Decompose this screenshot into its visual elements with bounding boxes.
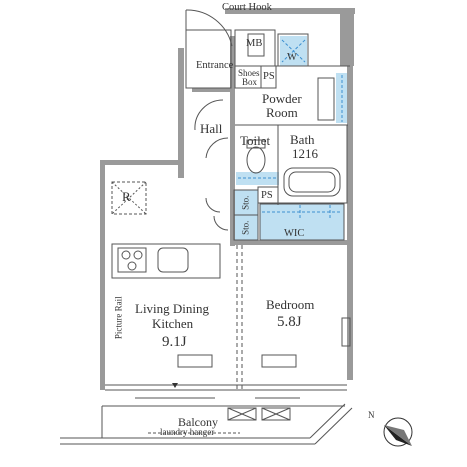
ldk-label-1: Living Dining <box>135 301 210 316</box>
north-compass-icon <box>383 417 413 447</box>
sto-label-2: Sto. <box>240 220 251 235</box>
kitchen-sink <box>157 247 189 273</box>
entrance-label: Entrance <box>196 60 234 71</box>
door-swings <box>185 9 233 231</box>
court-hook-wall <box>225 8 355 14</box>
refrigerator-space <box>111 181 147 215</box>
powder-room-label-1: Powder <box>262 91 302 106</box>
wic-label: WIC <box>284 228 305 239</box>
toilet-door-swing <box>205 137 229 159</box>
west-wall <box>100 160 105 390</box>
ldk-size-label: 9.1J <box>162 334 187 350</box>
w-label: W <box>287 52 297 63</box>
toilet-label: Toilet <box>240 133 271 148</box>
shoes-box-label-2: Box <box>242 77 258 87</box>
sto-label-1: Sto. <box>240 195 251 210</box>
bathtub <box>283 167 341 197</box>
partitions <box>105 29 351 399</box>
north-label: N <box>368 410 375 420</box>
balcony-outline <box>60 403 353 445</box>
wic-box <box>259 203 345 241</box>
ldk-label-2: Kitchen <box>152 316 194 331</box>
entrance-west-wall <box>178 48 184 178</box>
shoes-box-label-1: Shoes <box>238 68 260 78</box>
kitchen-counter <box>111 243 221 279</box>
ps-mid-label: PS <box>261 190 273 201</box>
sto-box-2 <box>233 214 259 241</box>
hall-top-wall <box>192 88 232 92</box>
bedroom-label: Bedroom <box>266 297 315 312</box>
toilet-wet-strip <box>236 172 279 185</box>
hall-label: Hall <box>200 121 223 136</box>
walls <box>100 8 355 390</box>
balcony-box-1 <box>227 407 257 421</box>
wet-area-dashes <box>238 39 343 219</box>
entry-arrow-icon <box>172 383 178 388</box>
bedroom-north-wall <box>230 240 348 245</box>
ldk-north-wall <box>100 160 180 165</box>
mb-label: MB <box>246 38 263 49</box>
balcony-box-2 <box>261 407 291 421</box>
bedroom-size-label: 5.8J <box>277 314 302 330</box>
powder-room-label-2: Room <box>266 105 298 120</box>
stove <box>117 247 147 273</box>
ps-top-box <box>260 65 277 89</box>
court-hook-label: Court Hook <box>222 2 272 13</box>
refrigerator-label: R <box>122 189 131 204</box>
bedroom-window-mark <box>261 354 297 368</box>
east-wall <box>347 60 353 380</box>
sto-door-swing-2 <box>213 215 229 231</box>
sto-door-swing-1 <box>205 197 221 213</box>
ps-top-label: PS <box>263 71 275 82</box>
toilet-bowl <box>246 146 266 174</box>
picture-rail-label: Picture Rail <box>113 296 124 340</box>
central-wall <box>230 36 235 246</box>
balcony-label: Balcony <box>178 415 218 429</box>
laundry-hanger-label: laundry hanger <box>160 427 215 437</box>
hall-door-swing <box>194 99 224 131</box>
north-east-wall <box>340 8 354 66</box>
ldk-window-mark <box>177 354 213 368</box>
wic-wet-area <box>260 220 344 240</box>
entrance-door-swing <box>185 9 233 47</box>
bath-label: Bath <box>290 132 315 147</box>
powder-sink <box>317 77 335 121</box>
bedroom-side-window <box>341 317 351 347</box>
bath-box <box>277 124 348 204</box>
bath-size-label: 1216 <box>292 146 318 161</box>
entrance-box <box>185 29 232 89</box>
